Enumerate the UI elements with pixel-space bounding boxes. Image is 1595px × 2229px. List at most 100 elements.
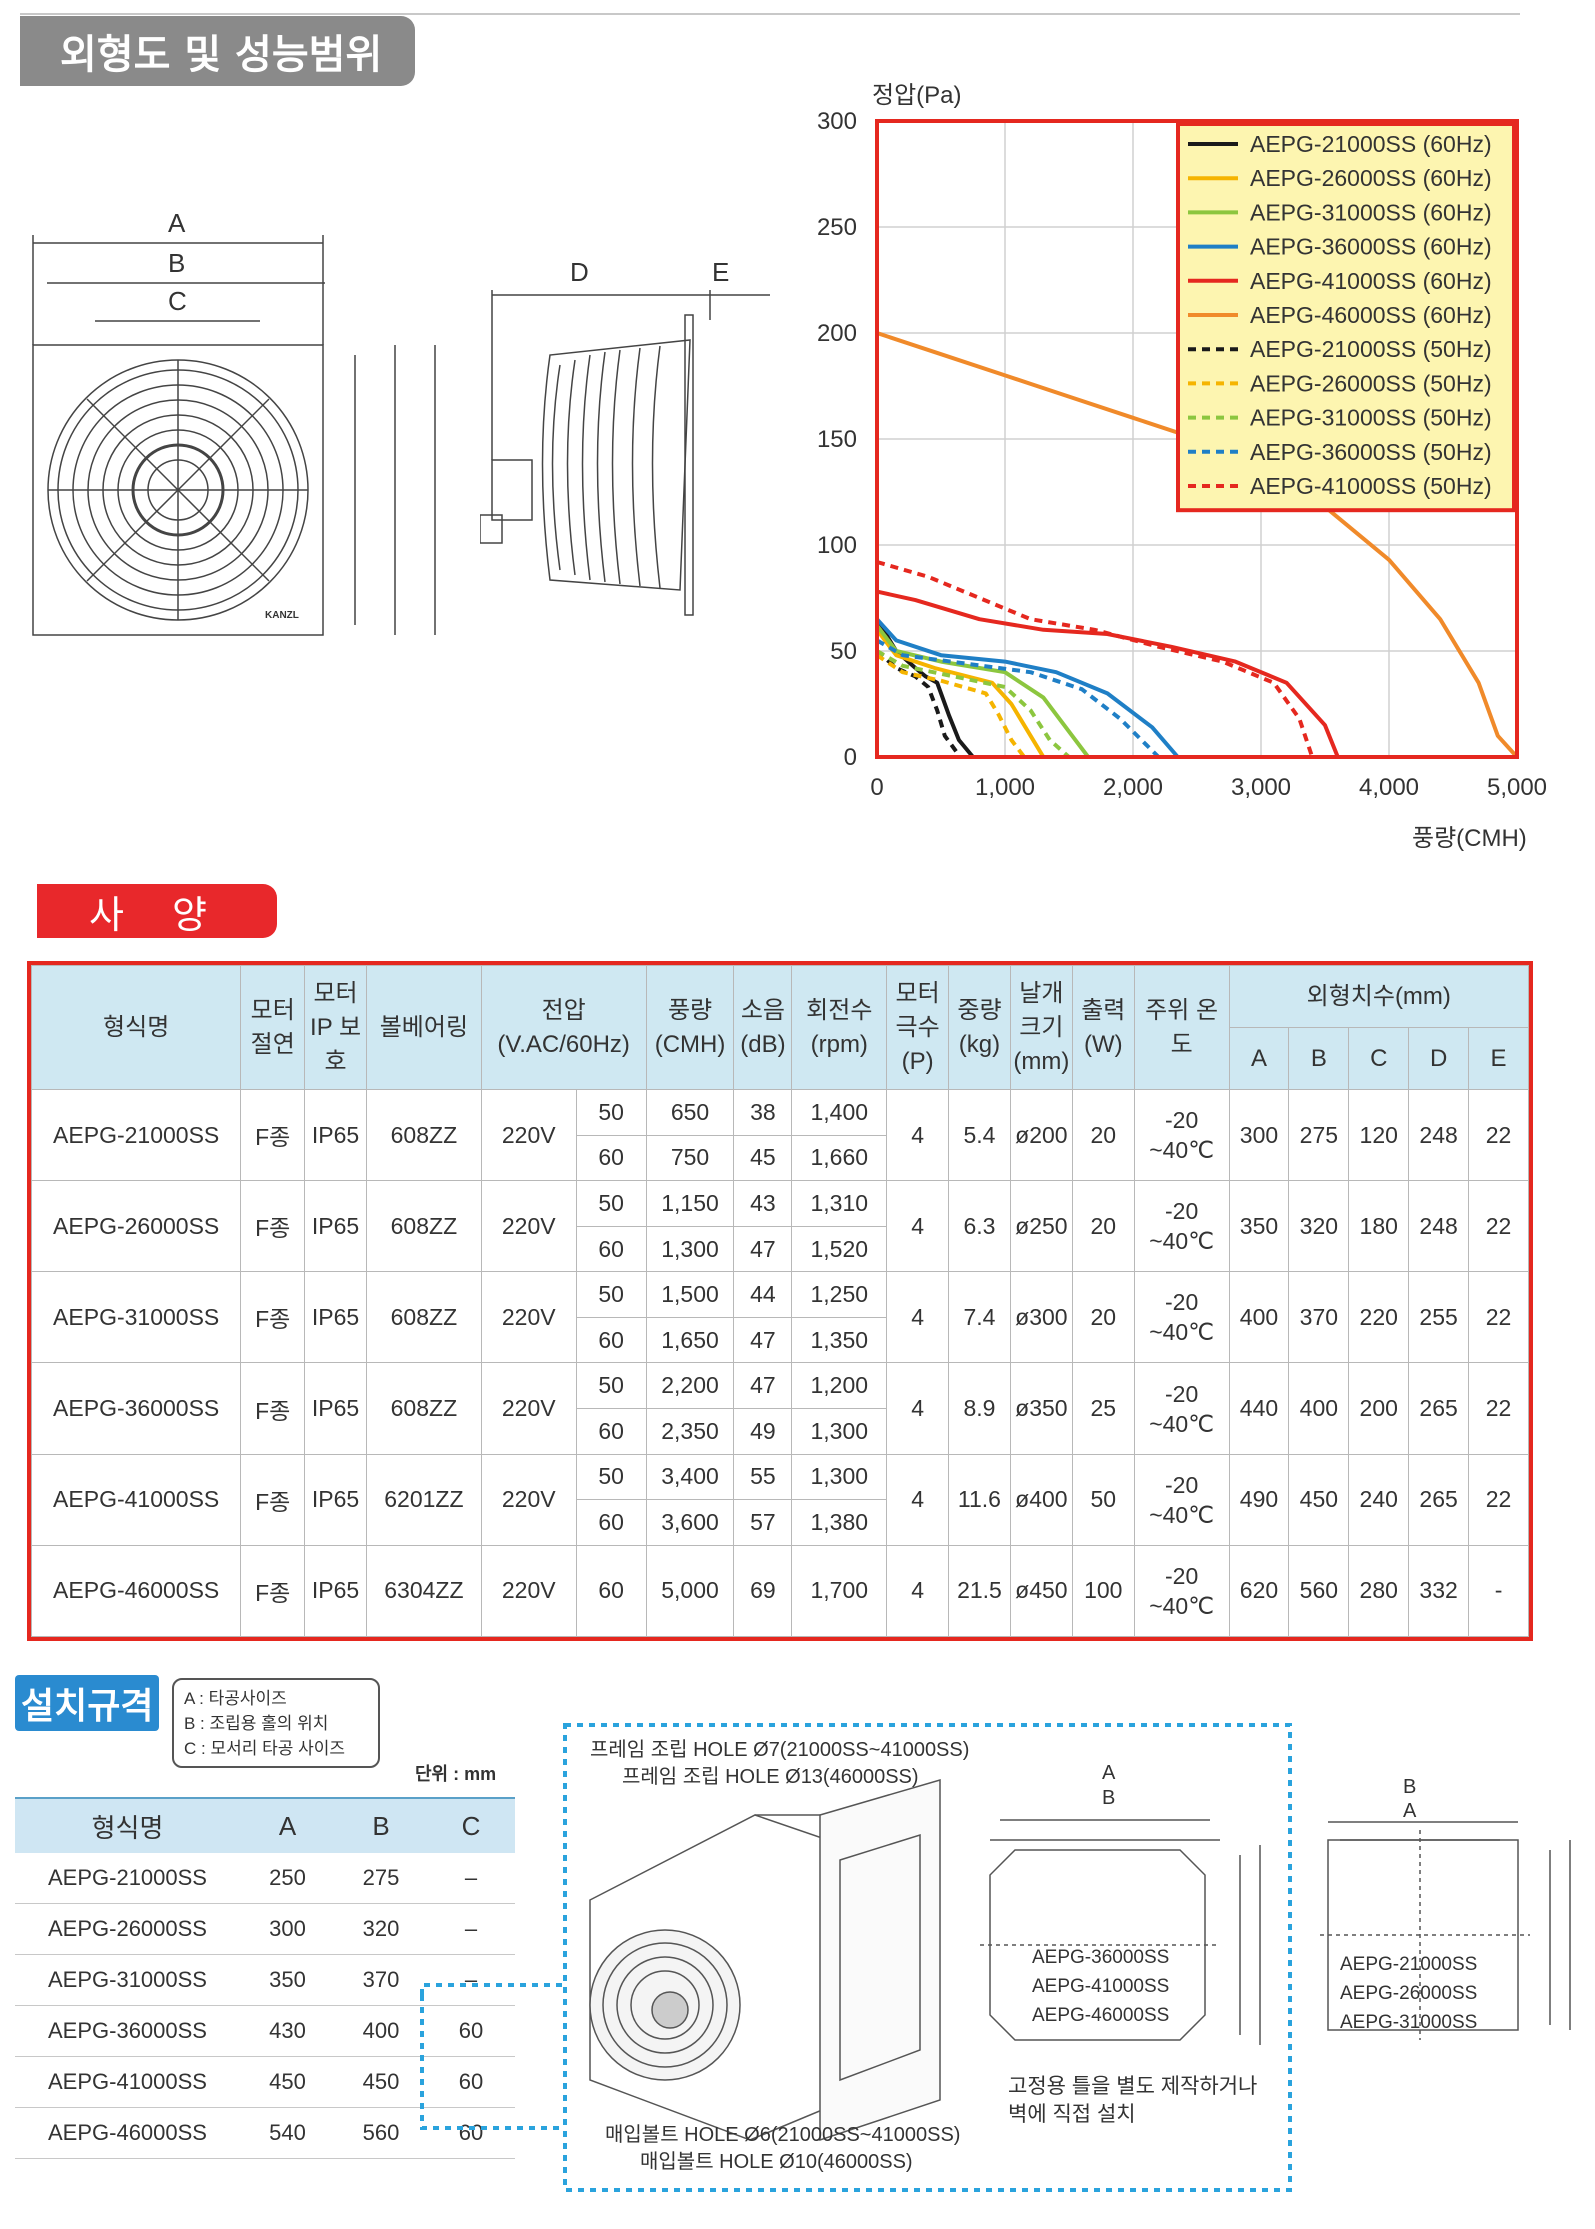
y-tick-label: 200: [817, 320, 857, 347]
spec-power: 50: [1071, 1453, 1135, 1546]
legend-entry: AEPG-26000SS (60Hz): [1250, 165, 1492, 191]
spec-dim-e: 22: [1468, 1088, 1529, 1182]
spec-temp-high: ~40℃: [1149, 1137, 1215, 1164]
spec-insulation: F종: [240, 1544, 306, 1638]
series-line: [875, 649, 962, 759]
spec-model: AEPG-31000SS: [30, 1271, 242, 1364]
legend-entry: AEPG-21000SS (50Hz): [1250, 336, 1492, 362]
spec-dim-c: 200: [1348, 1362, 1410, 1455]
spec-weight: 11.6: [948, 1453, 1011, 1546]
diag1-model-1: AEPG-36000SS: [1032, 1947, 1170, 1968]
y-tick-label: 50: [830, 638, 857, 665]
diag1-label-a: A: [1102, 1762, 1116, 1784]
chart-x-label: 풍량(CMH): [1412, 825, 1527, 852]
spec-rpm: 1,250: [791, 1271, 888, 1318]
spec-power: 20: [1071, 1180, 1135, 1273]
spec-temp-low: -20: [1165, 1198, 1199, 1225]
spec-temp-low: -20: [1165, 1471, 1199, 1498]
diag1-model-2: AEPG-41000SS: [1032, 1976, 1170, 1997]
dim-label-c: C: [168, 286, 187, 316]
legend-entry: AEPG-41000SS (60Hz): [1250, 268, 1492, 294]
dim-label-d: D: [570, 257, 589, 287]
th-poles: 모터 극수 (P): [886, 965, 949, 1090]
spec-db: 57: [733, 1499, 793, 1546]
spec-hz: 50: [575, 1362, 647, 1410]
inst-th-c: C: [427, 1797, 515, 1853]
th-weight: 중량 (kg): [948, 965, 1011, 1090]
inst-b: 560: [335, 2107, 427, 2159]
spec-ip: IP65: [304, 1271, 367, 1364]
th-model: 형식명: [30, 965, 242, 1090]
spec-dim-a: 350: [1228, 1180, 1290, 1273]
spec-voltage: 220V: [480, 1544, 577, 1638]
spec-blade: ø300: [1009, 1271, 1073, 1364]
series-line: [875, 653, 1026, 759]
spec-insulation: F종: [240, 1453, 306, 1546]
spec-cmh: 2,350: [645, 1408, 735, 1455]
spec-rpm: 1,380: [791, 1499, 888, 1546]
th-bearing: 볼베어링: [365, 965, 482, 1090]
spec-rpm: 1,520: [791, 1225, 888, 1273]
spec-poles: 4: [886, 1180, 949, 1273]
spec-hz: 60: [575, 1499, 647, 1546]
spec-temp-low: -20: [1165, 1289, 1199, 1316]
spec-dim-a: 620: [1228, 1544, 1290, 1638]
section-title: 외형도 및 성능범위: [60, 32, 383, 78]
spec-dim-e: -: [1468, 1544, 1529, 1638]
spec-blade: ø400: [1009, 1453, 1073, 1546]
spec-dim-d: 255: [1408, 1271, 1470, 1364]
spec-db: 38: [733, 1089, 793, 1136]
spec-hz: 50: [575, 1271, 647, 1318]
x-tick-label: 1,000: [975, 774, 1035, 801]
inst-c: 60: [427, 2107, 515, 2159]
spec-blade: ø350: [1009, 1362, 1073, 1455]
spec-dim-e: 22: [1468, 1271, 1529, 1364]
spec-dim-c: 180: [1348, 1180, 1410, 1273]
brand-plate: KANZL: [265, 610, 299, 621]
spec-title: 사 양: [89, 892, 225, 937]
y-tick-label: 250: [817, 214, 857, 241]
spec-poles: 4: [886, 1362, 949, 1455]
spec-bearing: 6304ZZ: [365, 1544, 482, 1638]
spec-ip: IP65: [304, 1544, 367, 1638]
th-dims: 외형치수(mm): [1228, 965, 1530, 1028]
legend-entry: AEPG-31000SS (50Hz): [1250, 405, 1492, 431]
inst-a: 300: [240, 1903, 335, 1955]
spec-dim-e: 22: [1468, 1453, 1529, 1546]
chart-y-label: 정압(Pa): [872, 82, 962, 109]
inst-th-b: B: [335, 1797, 427, 1853]
inst-a: 430: [240, 2005, 335, 2057]
spec-temp: -20~40℃: [1133, 1453, 1230, 1546]
spec-db: 55: [733, 1453, 793, 1501]
install-title: 설치규격: [15, 1675, 160, 1731]
x-tick-label: 5,000: [1487, 774, 1547, 801]
series-line: [875, 617, 1180, 759]
spec-insulation: F종: [240, 1362, 306, 1455]
side-view-drawing: [480, 290, 770, 616]
spec-rpm: 1,300: [791, 1408, 888, 1455]
spec-title-tab: 사 양: [37, 884, 277, 938]
spec-cmh: 1,150: [645, 1180, 735, 1227]
spec-poles: 4: [886, 1453, 949, 1546]
spec-dim-c: 120: [1348, 1088, 1410, 1182]
spec-db: 47: [733, 1362, 793, 1410]
diag2-model-2: AEPG-26000SS: [1340, 1983, 1478, 2004]
spec-cmh: 750: [645, 1134, 735, 1182]
spec-temp: -20~40℃: [1133, 1271, 1230, 1364]
spec-power: 100: [1071, 1544, 1135, 1638]
spec-dim-b: 400: [1288, 1362, 1350, 1455]
inst-c: –: [427, 1954, 515, 2006]
spec-insulation: F종: [240, 1271, 306, 1364]
th-ambient: 주위 온도: [1133, 965, 1230, 1090]
inst-model: AEPG-46000SS: [15, 2107, 240, 2159]
diag2-label-b: B: [1403, 1776, 1417, 1798]
diag1-models: AEPG-36000SS AEPG-41000SS AEPG-46000SS: [1032, 1943, 1169, 2030]
spec-rpm: 1,200: [791, 1362, 888, 1410]
